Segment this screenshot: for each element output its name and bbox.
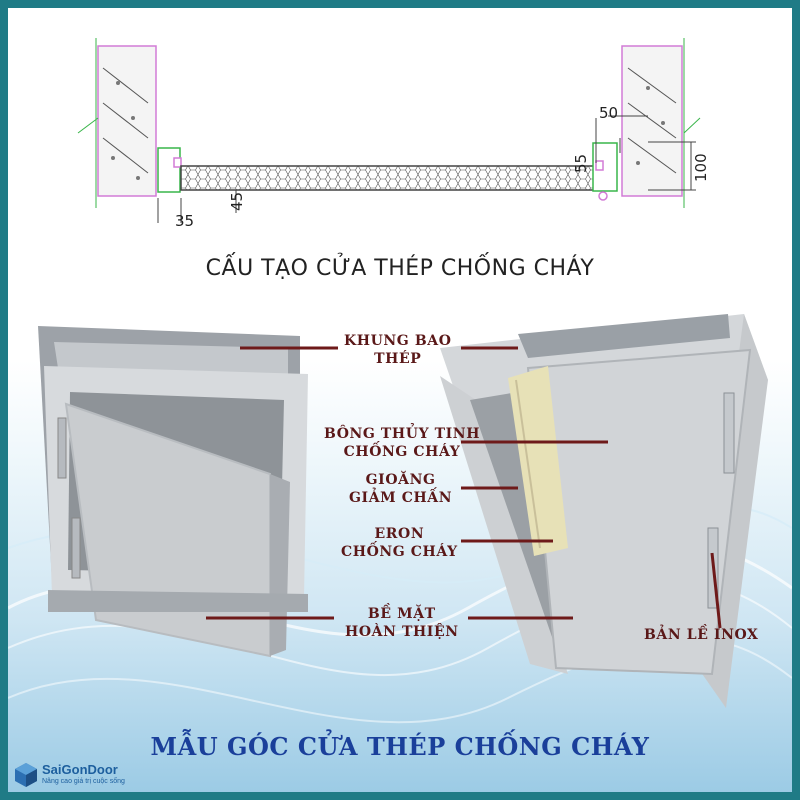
dim-55: 55: [572, 154, 590, 173]
door-corner-illustrations: [38, 314, 768, 708]
callout-surface-line1: BỀ MẶT: [367, 606, 436, 622]
callout-frame-line1: KHUNG BAO: [344, 333, 452, 349]
callout-surface: BỀ MẶT HOÀN THIỆN: [345, 605, 459, 641]
callout-gasket-line1: GIOĂNG: [365, 472, 436, 488]
callout-glass-wool-line2: CHỐNG CHÁY: [343, 444, 461, 460]
section-title: CẤU TẠO CỬA THÉP CHỐNG CHÁY: [205, 256, 595, 281]
dim-35: 35: [175, 212, 194, 230]
callout-frame: KHUNG BAO THÉP: [344, 332, 452, 368]
dim-45: 45: [228, 192, 246, 211]
cube-logo-icon: [15, 763, 37, 787]
callout-hinge: BẢN LỀ INOX: [644, 627, 759, 643]
dimension-lines: [157, 115, 696, 223]
left-door-corner-photo: [38, 326, 308, 658]
dim-50: 50: [599, 104, 618, 122]
right-door-corner-photo: [440, 314, 768, 708]
brand-tagline: Nâng cao giá trị cuộc sống: [42, 778, 125, 785]
brand-name: SaiGonDoor: [42, 762, 118, 777]
callout-eron-line2: CHỐNG CHÁY: [341, 544, 458, 560]
left-door-frame: [157, 147, 182, 193]
callout-frame-line2: THÉP: [374, 351, 422, 367]
left-concrete-wall: [77, 38, 157, 208]
callout-gasket-line2: GIẢM CHẤN: [349, 490, 453, 506]
poster-canvas: 35 45 50 55 100 CẤU TẠO CỬA THÉP CHỐNG C…: [8, 8, 792, 792]
right-concrete-wall: [621, 38, 701, 208]
door-leaf-section: [180, 165, 604, 191]
callout-glass-wool: BÔNG THỦY TINH CHỐNG CHÁY: [324, 425, 480, 461]
callout-eron-line1: ERON: [374, 526, 425, 542]
callout-leader-lines: [206, 346, 722, 629]
bottom-title: MẪU GÓC CỬA THÉP CHỐNG CHÁY: [150, 732, 650, 761]
callout-gasket: GIOĂNG GIẢM CHẤN: [349, 471, 452, 507]
dim-100: 100: [692, 153, 710, 182]
callout-glass-wool-line1: BÔNG THỦY TINH: [324, 426, 481, 442]
callout-eron: ERON CHỐNG CHÁY: [341, 525, 458, 561]
brand-logo: SaiGonDoor Nâng cao giá trị cuộc sống: [14, 762, 154, 792]
cross-section-drawing: 35 45 50 55 100: [77, 38, 710, 230]
right-door-frame: [592, 142, 618, 201]
callout-surface-line2: HOÀN THIỆN: [345, 624, 459, 640]
